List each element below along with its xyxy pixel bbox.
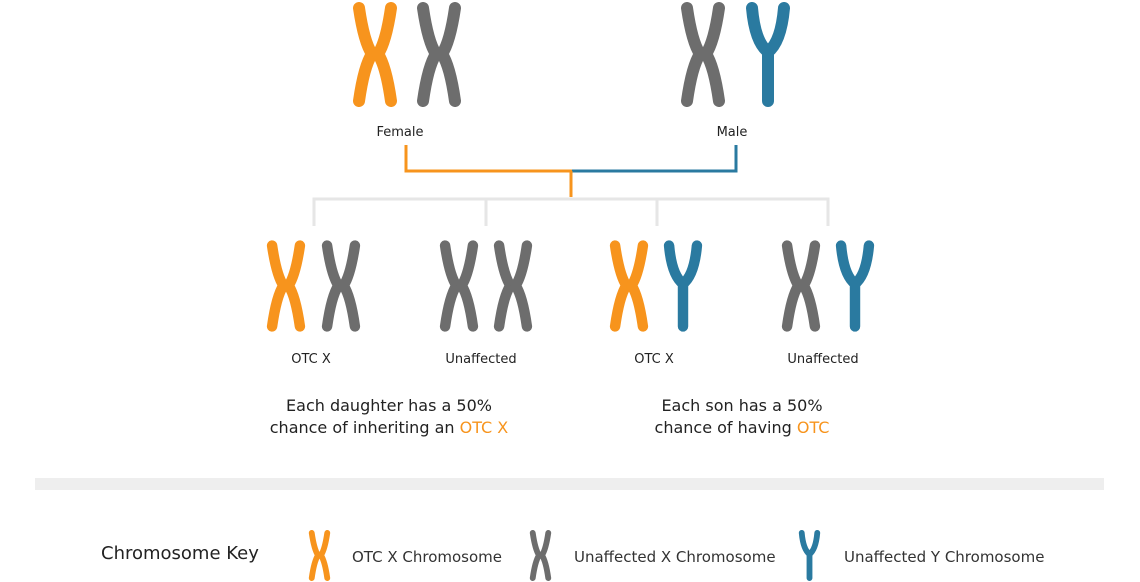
unaffected-x-chromosome-icon <box>533 533 549 578</box>
son-message-text: chance of having <box>655 418 797 437</box>
child-label: Unaffected <box>445 352 516 367</box>
unaffected-x-chromosome-icon <box>327 246 355 327</box>
male-label: Male <box>717 125 748 140</box>
son-message-line1: Each son has a 50% <box>661 396 822 415</box>
y-chromosome-icon <box>841 246 869 327</box>
key-item-label: Unaffected Y Chromosome <box>844 548 1044 566</box>
children-connector <box>312 197 830 226</box>
child-2: Unaffected <box>445 246 527 367</box>
child-4: Unaffected <box>787 246 869 367</box>
son-message-line2: chance of having OTC <box>655 418 830 437</box>
daughter-message-line2: chance of inheriting an OTC X <box>270 418 509 437</box>
unaffected-x-chromosome-icon <box>499 246 527 327</box>
y-chromosome-icon <box>802 533 818 578</box>
male-connector-line <box>572 145 738 173</box>
child-label: Unaffected <box>787 352 858 367</box>
daughter-message: Each daughter has a 50% chance of inheri… <box>270 396 509 437</box>
parent-connector <box>404 145 738 197</box>
key-title: Chromosome Key <box>101 543 259 564</box>
unaffected-x-chromosome-icon <box>787 246 815 327</box>
otc-x-chromosome-icon <box>615 246 643 327</box>
child-3: OTC X <box>615 246 697 367</box>
female-parent: Female <box>359 8 455 140</box>
child-1: OTC X <box>272 246 355 367</box>
otc-x-chromosome-icon <box>272 246 300 327</box>
child-label: OTC X <box>291 352 331 367</box>
chromosome-key: Chromosome Key OTC X Chromosome Unaffect… <box>101 533 1044 578</box>
divider <box>35 478 1104 490</box>
child-label: OTC X <box>634 352 674 367</box>
key-item-label: Unaffected X Chromosome <box>574 548 776 566</box>
otc-x-chromosome-icon <box>359 8 391 101</box>
son-message: Each son has a 50% chance of having OTC <box>655 396 830 437</box>
daughter-message-line1: Each daughter has a 50% <box>286 396 492 415</box>
unaffected-x-chromosome-icon <box>687 8 719 101</box>
unaffected-x-chromosome-icon <box>445 246 473 327</box>
key-item-label: OTC X Chromosome <box>352 548 502 566</box>
female-connector-line <box>404 145 572 173</box>
otc-x-chromosome-icon <box>312 533 328 578</box>
y-chromosome-icon <box>669 246 697 327</box>
unaffected-x-chromosome-icon <box>423 8 455 101</box>
son-message-highlight: OTC <box>797 418 830 437</box>
y-chromosome-icon <box>752 8 784 101</box>
daughter-message-text: chance of inheriting an <box>270 418 460 437</box>
female-label: Female <box>376 125 423 140</box>
daughter-message-highlight: OTC X <box>460 418 509 437</box>
male-parent: Male <box>687 8 784 140</box>
